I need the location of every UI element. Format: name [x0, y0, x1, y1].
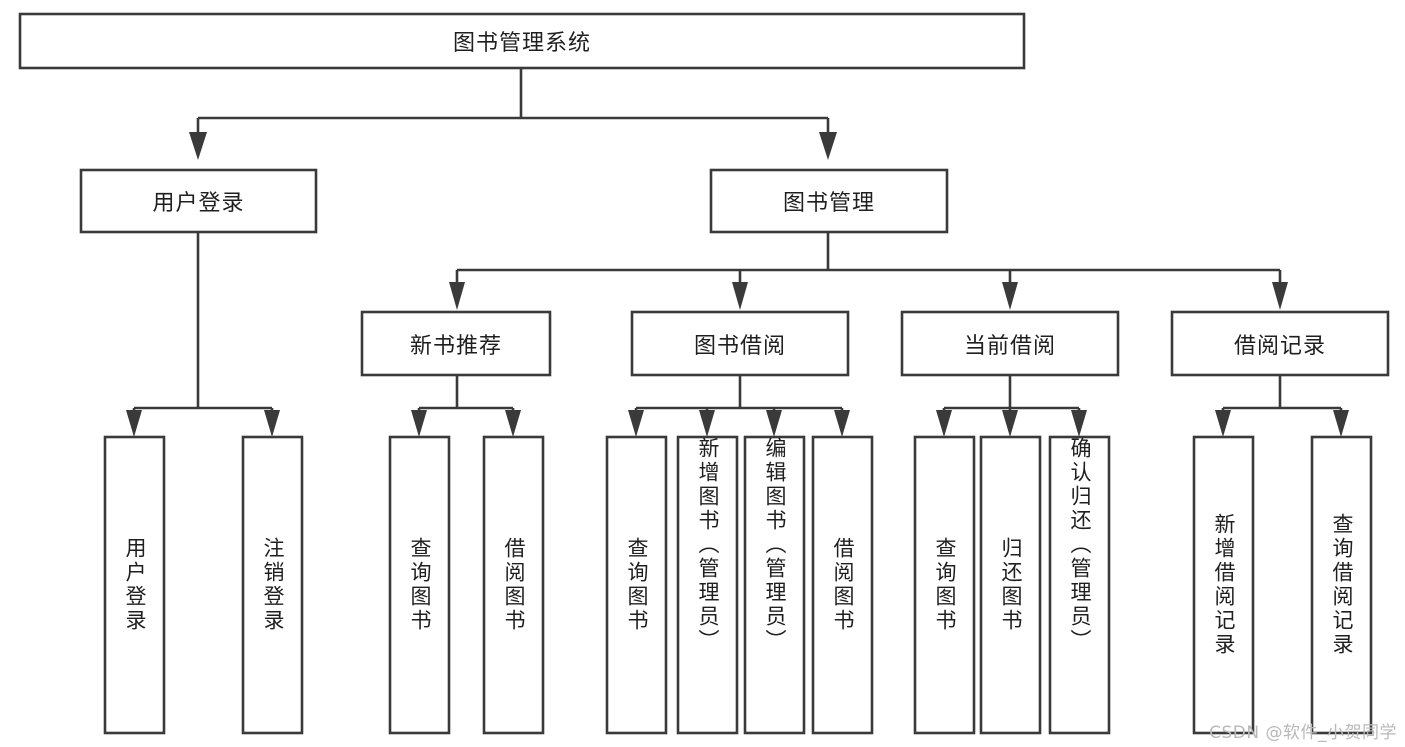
connectors-root-to-level2 [189, 68, 837, 160]
arrow-to-leaf-query-book-1 [411, 410, 427, 437]
node-box-user-login[interactable] [79, 168, 318, 234]
arrow-to-leaf-borrow-book-2 [834, 410, 850, 437]
arrow-to-leaf-return-book [1002, 410, 1018, 437]
arrow-to-leaf-edit-book [766, 410, 782, 437]
arrow-to-leaf-query-book-2 [628, 410, 644, 437]
node-box-leaf-query-record[interactable] [1310, 435, 1373, 735]
node-box-leaf-add-book[interactable] [676, 435, 739, 735]
node-box-leaf-borrow-book-2[interactable] [811, 435, 874, 735]
node-box-leaf-query-book-3[interactable] [913, 435, 976, 735]
arrow-to-leaf-user-login [126, 410, 142, 437]
node-box-book-manage[interactable] [709, 168, 949, 234]
node-box-root[interactable] [18, 12, 1026, 70]
arrow-to-user-login [189, 132, 207, 160]
node-box-current-borrow[interactable] [900, 310, 1120, 377]
connectors-current-borrow-to-leaves [936, 375, 1087, 437]
node-box-leaf-borrow-book-1[interactable] [482, 435, 545, 735]
node-box-leaf-confirm-return[interactable] [1048, 435, 1111, 735]
node-box-borrow-record[interactable] [1170, 310, 1390, 377]
connectors-new-book-recommend-to-leaves [411, 375, 521, 437]
arrow-to-leaf-borrow-book-1 [505, 410, 521, 437]
node-box-leaf-logout-login[interactable] [241, 435, 304, 735]
arrow-to-leaf-confirm-return [1071, 410, 1087, 437]
arrow-to-leaf-query-book-3 [936, 410, 952, 437]
connectors-book-borrow-to-leaves [628, 375, 850, 437]
node-box-new-book-recommend[interactable] [360, 310, 552, 377]
arrow-to-leaf-logout-login [264, 410, 280, 437]
arrow-to-book-manage [819, 132, 837, 160]
node-box-leaf-return-book[interactable] [979, 435, 1042, 735]
node-box-leaf-query-book-1[interactable] [388, 435, 451, 735]
node-box-book-borrow[interactable] [630, 310, 850, 377]
arrow-to-book-borrow [732, 282, 748, 310]
node-box-leaf-user-login[interactable] [103, 435, 166, 735]
arrow-to-current-borrow [1002, 282, 1018, 310]
arrow-to-new-book-recommend [449, 282, 465, 310]
arrow-to-leaf-query-record [1333, 410, 1349, 437]
connectors-borrow-record-to-leaves [1215, 375, 1349, 437]
arrow-to-leaf-add-record [1215, 410, 1231, 437]
connectors-user-login-to-leaves [126, 232, 280, 437]
arrow-to-borrow-record [1272, 282, 1288, 310]
node-box-leaf-add-record[interactable] [1192, 435, 1255, 735]
arrow-to-leaf-add-book [699, 410, 715, 437]
connectors-book-manage-to-level3 [449, 232, 1288, 310]
node-box-leaf-query-book-2[interactable] [605, 435, 668, 735]
node-box-leaf-edit-book[interactable] [743, 435, 806, 735]
